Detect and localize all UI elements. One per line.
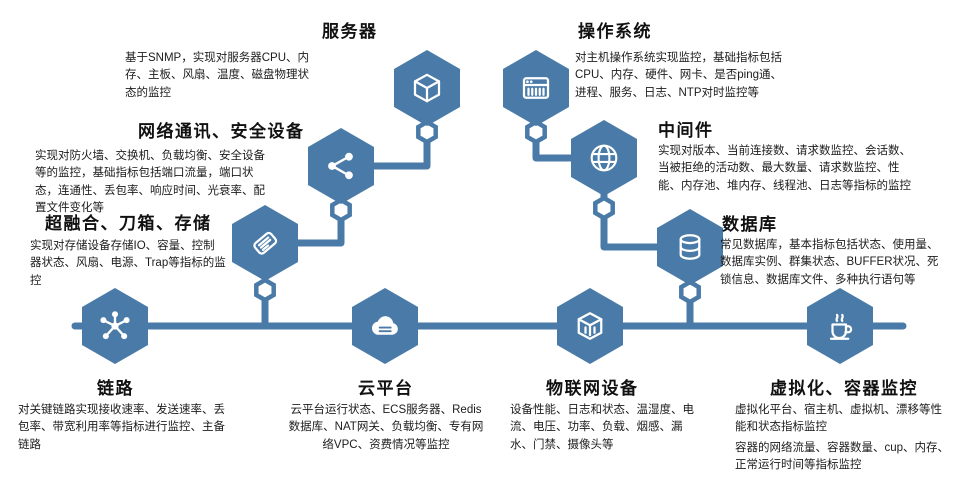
junction-hex-icon [330, 197, 352, 223]
java-cup-icon [829, 313, 853, 340]
scroll-icon [253, 231, 278, 255]
molecule-icon [100, 311, 130, 340]
hex-middleware [571, 120, 637, 196]
junction-hex-icon [525, 119, 547, 145]
iot-title: 物联网设备 [546, 379, 639, 398]
network-desc: 实现对防火墙、交换机、负载均衡、安全设备等的监控，基础指标包括端口流量，端口状态… [35, 150, 265, 214]
server-rack-icon [522, 77, 550, 99]
share-nodes-icon [328, 152, 353, 180]
os-title: 操作系统 [578, 22, 652, 41]
hex-network [308, 128, 374, 204]
network-title: 网络通讯、安全设备 [138, 122, 305, 141]
cloud-desc: 云平台运行状态、ECS服务器、Redis数据库、NAT网关、负载均衡、专有网络V… [288, 404, 484, 451]
cloud-icon [371, 316, 398, 335]
server-title: 服务器 [322, 22, 378, 41]
cloud-title: 云平台 [358, 379, 414, 398]
iot-box-icon [577, 312, 603, 340]
database-title: 数据库 [722, 215, 778, 234]
link-title: 链路 [97, 379, 134, 398]
junction-hex-icon [416, 119, 438, 145]
middleware-title: 中间件 [658, 121, 714, 140]
junction-hex-icon [593, 195, 615, 221]
storage-title: 超融合、刀箱、存储 [45, 214, 212, 233]
virtualization-desc: 虚拟化平台、宿主机、虚拟机、漂移等性能和状态指标监控 [735, 404, 942, 434]
middleware-desc: 实现对版本、当前连接数、请求数监控、会话数、当被拒绝的活动数、最大数量、请求数监… [658, 145, 911, 192]
database-desc: 常见数据库，基本指标包括状态、使用量、数据库实例、群集状态、BUFFER状况、死… [720, 239, 939, 286]
junction-hex-icon [254, 277, 276, 303]
storage-desc: 实现对存储设备存储IO、容量、控制器状态、风扇、电源、Trap等指标的监控 [30, 240, 226, 287]
globe-icon [590, 144, 618, 172]
cube-icon [413, 73, 441, 103]
link-desc: 对关键链路实现接收速率、发送速率、丢包率、带宽利用率等指标进行监控、主备链路 [18, 404, 225, 451]
container-desc: 容器的网络流量、容器数量、cup、内存、正常运行时间等指标监控 [735, 442, 950, 472]
server-desc: 基于SNMP，实现对服务器CPU、内存、主板、风扇、温度、磁盘物理状态的监控 [125, 52, 310, 99]
virtualization-title: 虚拟化、容器监控 [770, 379, 918, 398]
database-icon [679, 234, 701, 260]
iot-desc: 设备性能、日志和状态、温湿度、电流、电压、功率、负载、烟感、漏水、门禁、摄像头等 [510, 404, 694, 451]
junction-hex-icon [679, 279, 701, 305]
os-desc: 对主机操作系统实现监控，基础指标包括CPU、内存、硬件、网卡、是否ping通、进… [575, 52, 783, 99]
